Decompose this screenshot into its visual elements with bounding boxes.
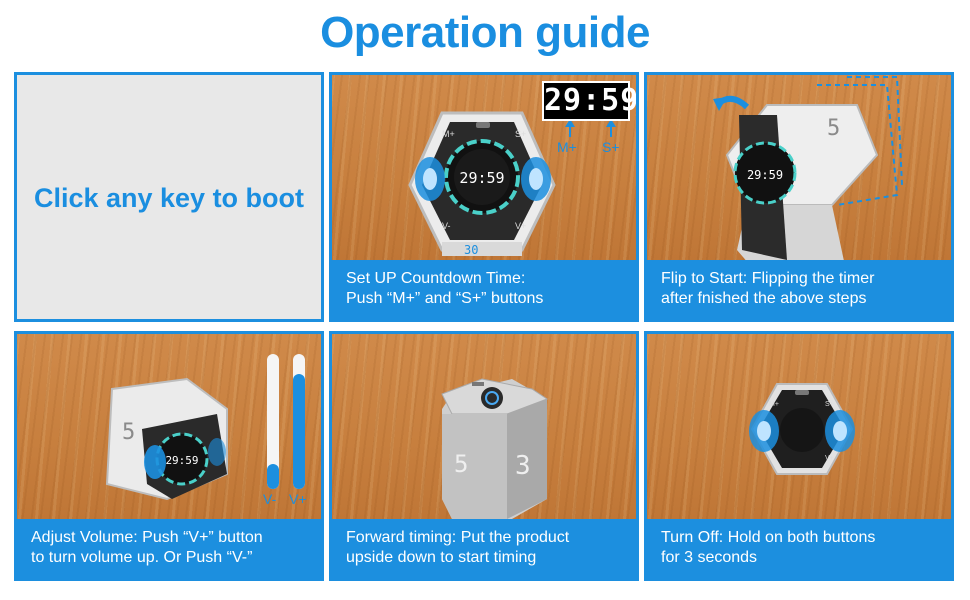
svg-text:V+: V+ [515,221,526,231]
svg-text:V+: V+ [825,455,834,462]
svg-text:M+: M+ [769,401,779,408]
flipping-timer-image: 29:59 5 [713,76,903,285]
svg-text:S+: S+ [825,401,834,408]
svg-text:29:59: 29:59 [165,454,198,467]
svg-text:S+: S+ [515,129,526,139]
volume-timer-image: 29:59 5 [105,354,305,501]
adjust-volume-caption: Adjust Volume: Push “V+” button to turn … [17,519,321,578]
svg-text:M+: M+ [442,129,455,139]
turn-off-timer-image: M+ S+ V- V+ [749,383,855,475]
caption-line: Flip to Start: Flipping the timer [661,270,875,287]
caption-line: after fnished the above steps [661,290,867,307]
countdown-display: 29:59 [542,81,636,121]
boot-instruction: Click any key to boot [33,183,305,213]
timer-device-image: 30 29:59 M+ S+ V- V+ [408,111,616,257]
forward-timing-panel: 5 3 Forward timing: Put the product upsi… [329,331,639,581]
svg-text:29:59: 29:59 [747,168,783,182]
volume-down-label: V- [263,491,277,507]
caption-line: Set UP Countdown Time: [346,270,526,287]
caption-line: Push “M+” and “S+” buttons [346,290,544,307]
svg-text:5: 5 [827,116,840,141]
svg-text:V-: V- [769,455,776,462]
svg-text:29:59: 29:59 [459,169,504,187]
svg-text:V-: V- [442,221,451,231]
set-countdown-caption: Set UP Countdown Time: Push “M+” and “S+… [332,260,636,319]
boot-panel: Click any key to boot [14,72,324,322]
upside-down-timer-image: 5 3 [441,378,549,519]
caption-line: Adjust Volume: Push “V+” button [31,529,263,546]
forward-timing-caption: Forward timing: Put the product upside d… [332,519,636,578]
flip-to-start-caption: Flip to Start: Flipping the timer after … [647,260,951,319]
caption-line: upside down to start timing [346,549,537,566]
turn-off-panel: M+ S+ V- V+ Turn Off: Hold on both butto… [644,331,954,581]
set-countdown-panel: 30 29:59 M+ S+ V- V+ 29:59 M+ S+ Set UP … [329,72,639,322]
svg-text:5: 5 [122,420,135,445]
svg-text:5: 5 [454,450,468,478]
m-plus-label: M+ [557,139,577,155]
caption-line: for 3 seconds [661,549,758,566]
s-plus-label: S+ [602,139,620,155]
caption-line: Forward timing: Put the product [346,529,570,546]
flip-to-start-panel: 29:59 5 Flip to Start: Flipping the time… [644,72,954,322]
svg-text:30: 30 [464,243,478,257]
caption-line: Turn Off: Hold on both buttons [661,529,876,546]
caption-line: to turn volume up. Or Push “V-” [31,549,253,566]
page-title: Operation guide [320,8,650,57]
adjust-volume-panel: 29:59 5 V- V+ Adjust Volume: Push “V+” b… [14,331,324,581]
volume-up-label: V+ [289,491,307,507]
turn-off-caption: Turn Off: Hold on both buttons for 3 sec… [647,519,951,578]
svg-text:3: 3 [515,451,531,481]
